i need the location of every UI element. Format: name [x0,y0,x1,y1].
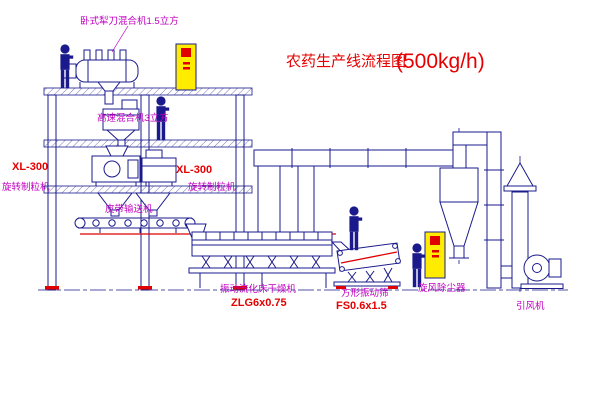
label-square-sieve: 方形振动筛 [341,287,389,299]
label-granulator-center-name: 旋转制粒机 [188,181,236,193]
label-induced-draft-fan: 引风机 [516,300,545,312]
square-sieve-drawing [330,241,401,289]
high-speed-mixer [102,99,140,149]
control-cabinet-1 [175,43,197,91]
rotary-granulator-right [141,149,177,186]
label-cyclone: 旋风除尘器 [418,282,466,294]
control-cabinet-2 [424,231,446,279]
horizontal-mixer [61,49,139,105]
label-fluid-bed-dryer-model: ZLG6x0.75 [231,297,287,309]
rotary-granulator-left [91,145,141,186]
label-fluid-bed-dryer: 振动流化床干燥机 [220,283,297,295]
downpipe [484,131,516,289]
label-leader-line [111,25,129,53]
diagram-title: 农药生产线流程图 [286,53,406,70]
worker-figure-4 [412,243,426,288]
exhaust-stack [503,156,537,292]
discharge-hoppers [96,192,172,217]
worker-figure-3 [349,206,363,251]
label-belt-conveyor: 皮带输送机 [105,203,153,215]
label-horizontal-mixer: 卧式犁刀混合机1.5立方 [80,15,179,27]
label-high-speed-mixer: 高速混合机3立方 [97,112,169,124]
label-granulator-left-model: XL-300 [12,161,48,173]
label-granulator-left-name: 旋转制粒机 [2,181,50,193]
label-granulator-center-model: XL-300 [176,164,212,176]
cyclone-drawing [439,128,494,264]
induced-draft-fan-drawing [520,254,564,289]
label-square-sieve-model: FS0.6x1.5 [336,300,387,312]
diagram-title-capacity: (500kg/h) [396,50,485,73]
fluid-bed-dryer-drawing [185,223,336,288]
exhaust-ducting [253,148,455,233]
belt-conveyor-drawing [74,217,196,233]
